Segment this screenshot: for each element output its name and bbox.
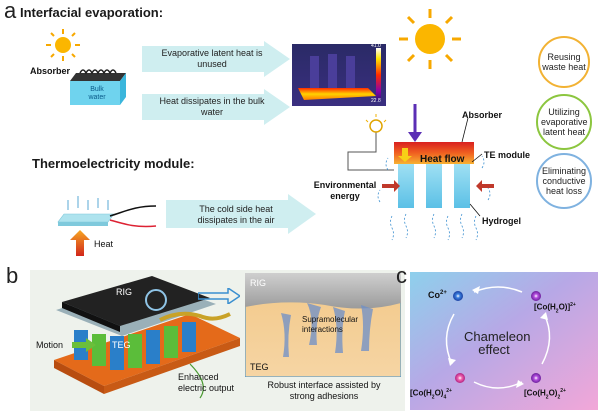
heat-label: Heat xyxy=(94,239,114,249)
circle-utilizing-label: Utilizing evaporative latent heat xyxy=(541,107,588,137)
species-br-sub: 2 xyxy=(557,394,561,401)
heat-flow-label: Heat flow xyxy=(420,154,465,165)
thermoelectricity-heading: Thermoelectricity module: xyxy=(32,156,195,171)
circle-reusing-label: Reusing waste heat xyxy=(542,52,586,72)
species-br-b: O) xyxy=(548,388,558,398)
co2-text: Co xyxy=(428,290,440,300)
interfacial-evaporation-heading: Interfacial evaporation: xyxy=(20,5,164,20)
hydrogel-label: Hydrogel xyxy=(482,216,522,226)
bulk-water-label: Bulk water xyxy=(88,86,106,101)
panel-a-letter: a xyxy=(4,0,17,23)
arrow-latent-heat-label: Evaporative latent heat is unused xyxy=(161,48,263,69)
species-tr-a: [Co(H xyxy=(534,302,556,312)
species-bl-a: [Co(H xyxy=(410,388,432,398)
panel-c-letter: c xyxy=(396,263,407,288)
bulk-water-block xyxy=(70,69,126,105)
arrow-heat-dissipates xyxy=(142,89,290,125)
panel-b-letter: b xyxy=(6,263,19,288)
environmental-energy-label: Environmental energy xyxy=(313,180,377,201)
inset-rig-label: RIG xyxy=(250,278,267,288)
arrow-cold-side xyxy=(166,194,316,234)
co2-label: Co2+ xyxy=(428,290,447,300)
thermal-image xyxy=(292,44,386,106)
species-bottom-right: [Co(H2O)22+ xyxy=(524,388,566,400)
thermal-scale-bottom: 22.8 xyxy=(371,98,381,104)
species-br-charge: 2+ xyxy=(560,388,566,394)
circle-eliminating-label: Eliminating conductive heat loss xyxy=(541,166,587,196)
species-br-sub2: 2 xyxy=(545,394,549,401)
enhanced-output-label: Enhanced electric output xyxy=(178,372,235,393)
species-br-a: [Co(H xyxy=(524,388,546,398)
species-tr-sub: 2 xyxy=(555,308,559,315)
teg-device-illustration xyxy=(54,276,240,399)
te-device-diagram xyxy=(347,104,494,241)
species-bl-sub2: 2 xyxy=(431,394,435,401)
species-top-right: [Co(H2O)]2+ xyxy=(534,302,576,314)
species-tr-b: O)] xyxy=(558,302,571,312)
interface-inset xyxy=(245,273,401,377)
chameleon-effect-label: Chameleon effect xyxy=(464,329,531,357)
species-bl-sub: 4 xyxy=(443,394,447,401)
blue-pointer-arrow xyxy=(198,288,240,304)
motion-label: Motion xyxy=(36,340,64,350)
absorber-label: Absorber xyxy=(30,66,71,76)
arrow-latent-heat xyxy=(142,41,290,77)
sun-icon xyxy=(46,29,80,61)
thermal-scale-top: 41.0 xyxy=(371,43,381,49)
arrow-cold-side-label: The cold side heat dissipates in the air xyxy=(197,204,275,225)
supramolecular-label: Supramolecular interactions xyxy=(302,315,359,334)
device-absorber-label: Absorber xyxy=(462,110,503,120)
te-module-label: TE module xyxy=(484,150,531,160)
circle-eliminating-heat-loss: Eliminating conductive heat loss xyxy=(536,153,592,209)
circle-utilizing-latent-heat: Utilizing evaporative latent heat xyxy=(536,94,592,150)
species-bl-b: O) xyxy=(434,388,444,398)
rig-label: RIG xyxy=(116,287,133,297)
inset-teg-label: TEG xyxy=(250,362,269,372)
chameleon-panel xyxy=(410,272,598,410)
species-bl-charge: 2+ xyxy=(446,388,452,394)
motion-arrow xyxy=(72,338,96,352)
te-plate xyxy=(57,196,157,256)
species-bottom-left: [Co(H2O)42+ xyxy=(410,388,452,400)
sun-icon-large xyxy=(399,9,461,69)
circle-reusing-waste-heat: Reusing waste heat xyxy=(538,36,590,88)
co2-charge: 2+ xyxy=(440,290,447,296)
inset-caption: Robust interface assisted by strong adhe… xyxy=(267,380,381,401)
arrow-heat-dissipates-label: Heat dissipates in the bulk water xyxy=(159,96,265,117)
teg-label: TEG xyxy=(112,340,131,350)
species-tr-charge: 2+ xyxy=(570,302,576,308)
